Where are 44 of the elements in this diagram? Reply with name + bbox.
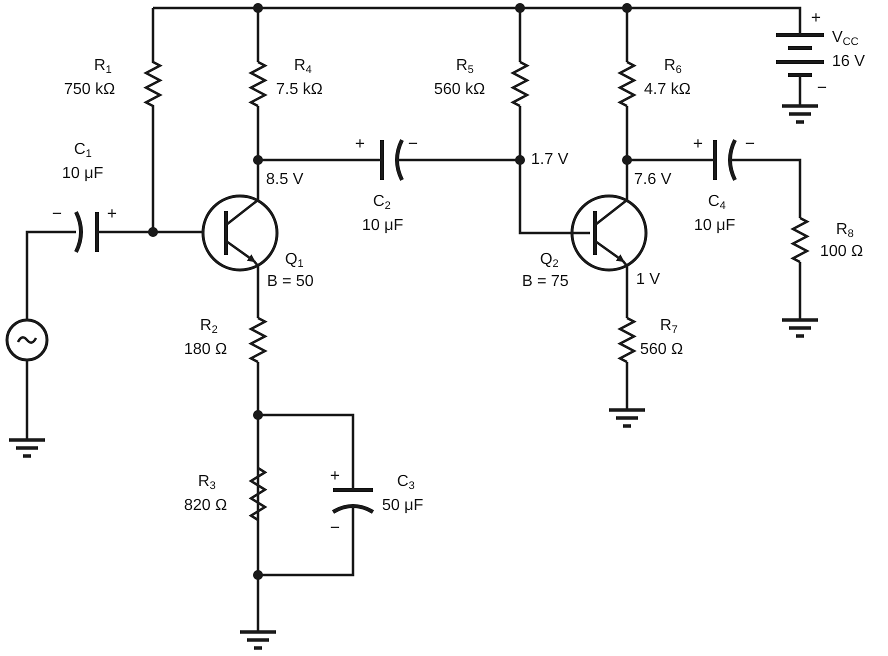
component-designator: R$_{8}$: [836, 220, 854, 239]
polarity-sign: +: [693, 134, 703, 153]
component-designator: R$_{4}$: [294, 56, 312, 75]
component-value: 750 kΩ: [64, 80, 116, 99]
component-value: 180 Ω: [184, 340, 228, 359]
component-designator: R$_{1}$: [94, 56, 112, 75]
polarity-sign: −: [330, 518, 340, 537]
polarity-sign: −: [408, 134, 418, 153]
component-value: 10 μF: [694, 216, 736, 235]
polarity-sign: −: [52, 204, 62, 223]
component-designator: C$_{1}$: [74, 140, 92, 159]
component-designator: R$_{5}$: [456, 56, 474, 75]
polarity-sign: −: [745, 134, 755, 153]
component-value: 4.7 kΩ: [644, 80, 691, 99]
polarity-sign: −: [817, 78, 827, 97]
component-designator: R$_{3}$: [198, 472, 216, 491]
polarity-sign: +: [107, 204, 117, 223]
component-value: 7.5 kΩ: [276, 80, 323, 99]
component-value: 100 Ω: [820, 242, 864, 261]
voltage-label: 8.5 V: [266, 170, 304, 189]
component-value: 560 kΩ: [434, 80, 486, 99]
polarity-sign: +: [811, 8, 821, 27]
component-value: 10 μF: [362, 216, 404, 235]
component-designator: R$_{2}$: [200, 316, 218, 335]
polarity-sign: +: [355, 134, 365, 153]
polarity-sign: +: [330, 466, 340, 485]
component-designator: C$_{2}$: [373, 192, 391, 211]
voltage-label: 1.7 V: [531, 150, 568, 169]
component-value: 560 Ω: [640, 340, 684, 359]
voltage-label: 7.6 V: [634, 170, 672, 189]
component-designator: C$_{3}$: [397, 472, 415, 491]
component-value: 16 V: [832, 52, 865, 71]
component-designator: Q$_{2}$: [540, 250, 559, 269]
component-value: 820 Ω: [184, 496, 228, 515]
component-designator: Q$_{1}$: [285, 250, 304, 269]
component-designator: V$_{CC}$: [832, 28, 859, 47]
component-value: B = 75: [522, 272, 569, 291]
component-designator: R$_{7}$: [660, 316, 678, 335]
component-value: B = 50: [267, 272, 314, 291]
voltage-label: 1 V: [636, 270, 660, 289]
component-designator: C$_{4}$: [708, 192, 726, 211]
component-value: 10 μF: [62, 164, 104, 183]
component-value: 50 μF: [382, 496, 424, 515]
component-designator: R$_{6}$: [664, 56, 682, 75]
